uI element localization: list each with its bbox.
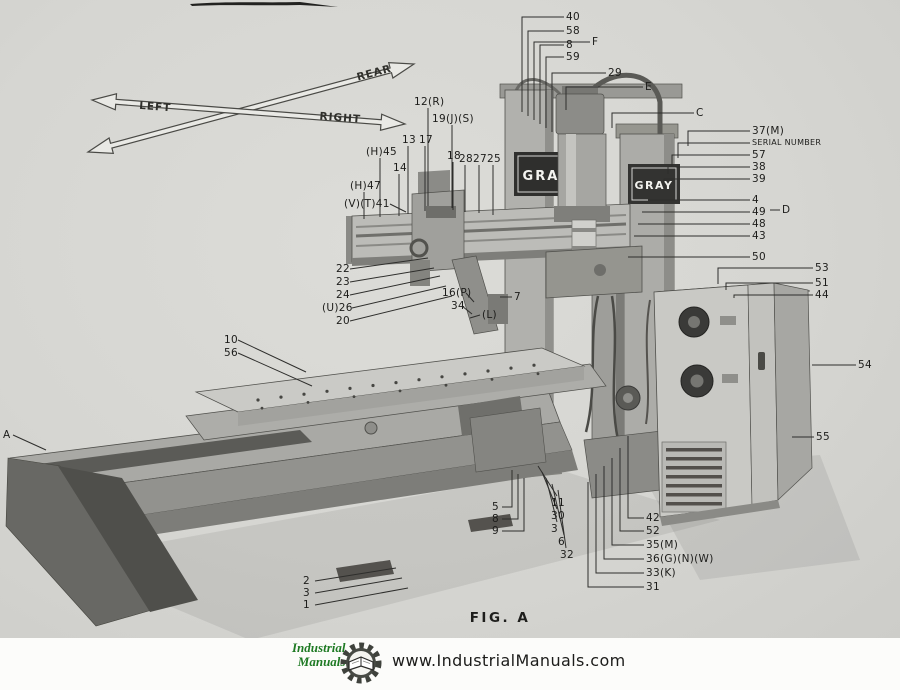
callout-5: 5 (492, 501, 499, 513)
callout-43: 43 (752, 230, 766, 242)
callout-3: 3 (551, 523, 558, 535)
callout-56: 56 (224, 347, 238, 359)
callout-55: 55 (816, 431, 830, 443)
callout-18: 18 (447, 150, 461, 162)
callout-d: D (782, 204, 791, 216)
callout-19-j-s: 19(J)(S) (432, 113, 474, 125)
callout-1: 1 (303, 599, 310, 611)
callout-v-t-41: (V)(T)41 (344, 198, 390, 210)
callout-u-26: (U)26 (322, 302, 353, 314)
callout-34: 34 (451, 300, 465, 312)
figure-caption: FIG. A (469, 610, 531, 626)
callout-39: 39 (752, 173, 766, 185)
callout-2: 2 (303, 575, 310, 587)
watermark-brand: Industrial Manuals (292, 641, 345, 668)
callout-16-p: 16(P) (442, 287, 472, 299)
callout-48: 48 (752, 218, 766, 230)
callout-35-m: 35(M) (646, 539, 679, 551)
callout-f: F (592, 36, 599, 48)
callout-8: 8 (492, 513, 499, 525)
callout-12-r: 12(R) (414, 96, 445, 108)
callout-44: 44 (815, 289, 829, 301)
callout-27: 27 (473, 153, 487, 165)
callout-28: 28 (459, 153, 473, 165)
callout-a: A (3, 429, 11, 441)
callout-36-g-n-w: 36(G)(N)(W) (646, 553, 714, 565)
callout-57: 57 (752, 149, 766, 161)
callout-10: 10 (224, 334, 238, 346)
callout-9: 9 (492, 525, 499, 537)
callout-30: 30 (551, 510, 565, 522)
callout-serial-number: SERIAL NUMBER (752, 138, 822, 147)
callout-23: 23 (336, 276, 350, 288)
callout-33-k: 33(K) (646, 567, 676, 579)
callout-37-m: 37(M) (752, 125, 785, 137)
callout-e: E (645, 81, 652, 93)
callout-53: 53 (815, 262, 829, 274)
callout-51: 51 (815, 277, 829, 289)
callout-32: 32 (560, 549, 574, 561)
watermark-url: www.IndustrialManuals.com (392, 651, 626, 670)
callout-25: 25 (487, 153, 501, 165)
callout-3: 3 (303, 587, 310, 599)
callout-38: 38 (752, 161, 766, 173)
callout-17: 17 (419, 134, 433, 146)
callout-6: 6 (558, 536, 565, 548)
callout-h-47: (H)47 (350, 180, 381, 192)
callout-7: 7 (514, 291, 521, 303)
callout-14: 14 (393, 162, 407, 174)
callout-4: 4 (752, 194, 759, 206)
watermark-brand-line1: Industrial (292, 640, 346, 655)
callout-29: 29 (608, 67, 622, 79)
callout-54: 54 (858, 359, 872, 371)
callout-52: 52 (646, 525, 660, 537)
gear-book-logo-icon (340, 642, 382, 684)
watermark-strip: Industrial Manuals www.IndustrialManuals… (0, 638, 900, 690)
callout-58: 58 (566, 25, 580, 37)
callout-13: 13 (402, 134, 416, 146)
watermark-brand-line2: Manuals (297, 653, 346, 669)
callout-8: 8 (566, 39, 573, 51)
callout-31: 31 (646, 581, 660, 593)
callout-50: 50 (752, 251, 766, 263)
callout-24: 24 (336, 289, 350, 301)
callout-c: C (696, 107, 704, 119)
callout-49: 49 (752, 206, 766, 218)
callout-42: 42 (646, 512, 660, 524)
callout-h-45: (H)45 (366, 146, 397, 158)
callout-11: 11 (551, 497, 565, 509)
callout-59: 59 (566, 51, 580, 63)
callout-l: (L) (482, 309, 497, 321)
callout-40: 40 (566, 11, 580, 23)
callout-20: 20 (336, 315, 350, 327)
callout-22: 22 (336, 263, 350, 275)
